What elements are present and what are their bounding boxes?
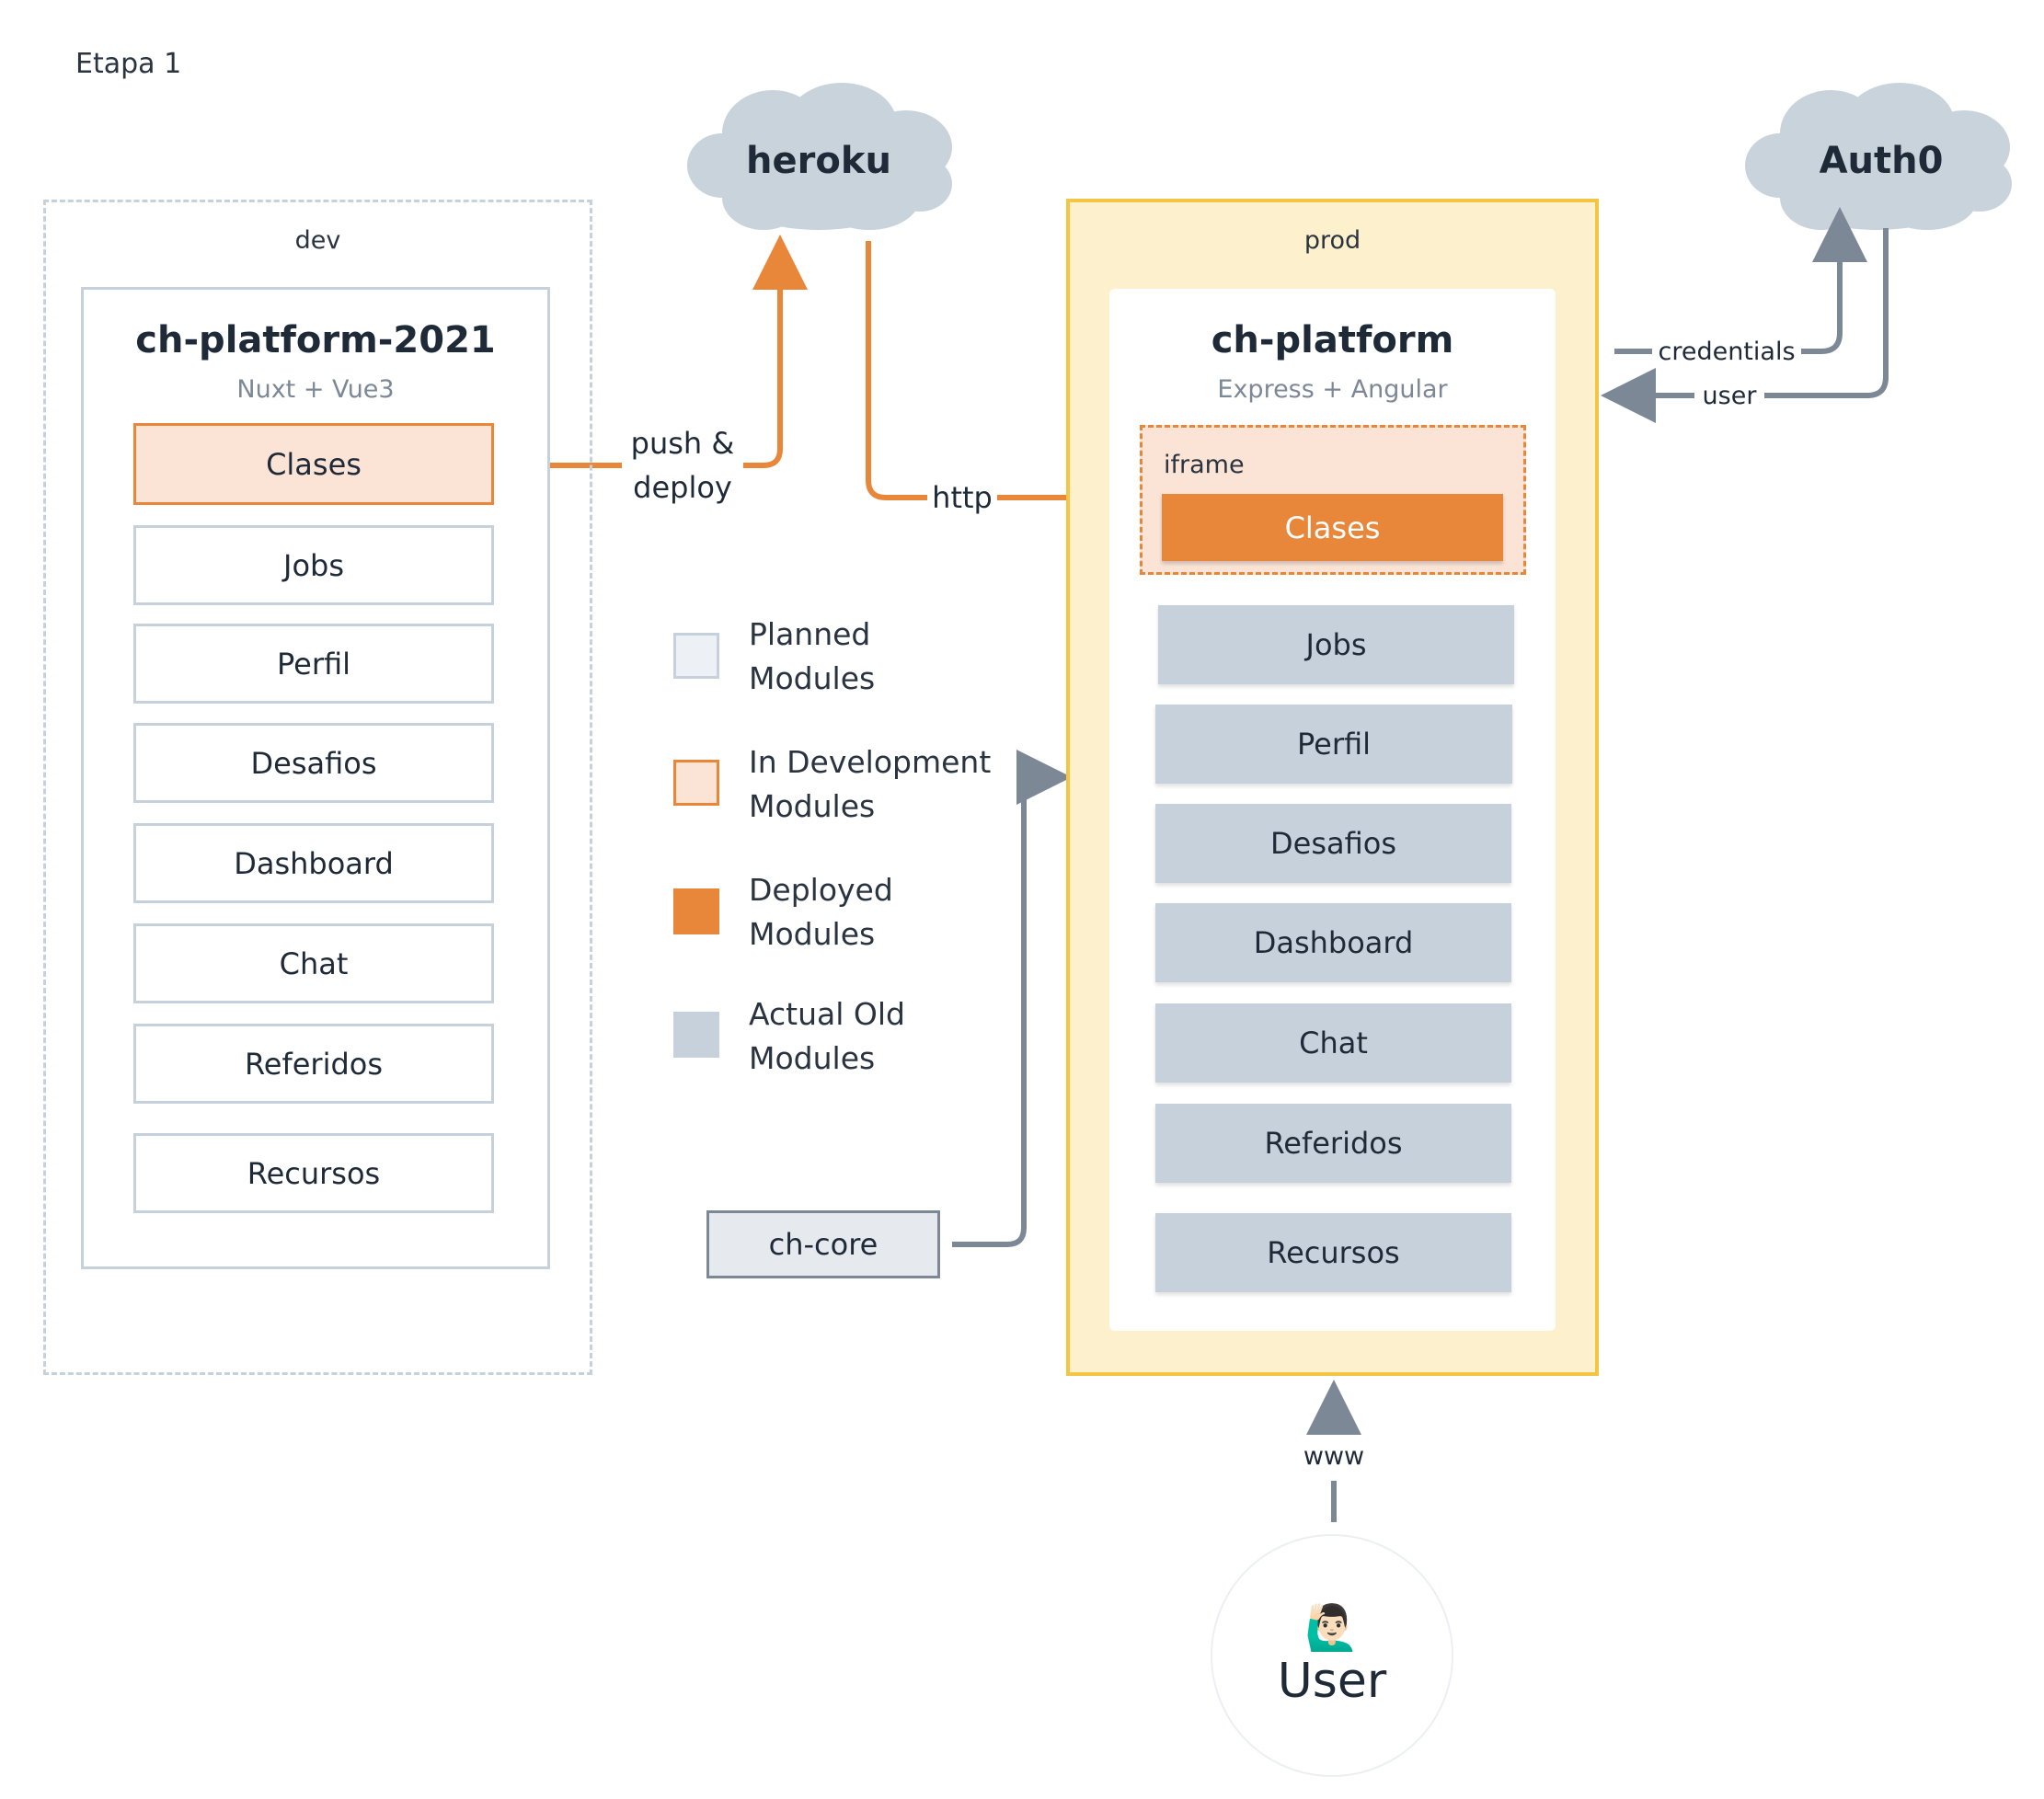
prod-app-subtitle: Express + Angular bbox=[1217, 374, 1448, 404]
prod-module-chat[interactable]: Chat bbox=[1155, 1003, 1511, 1083]
prod-module-desafios[interactable]: Desafios bbox=[1155, 804, 1511, 883]
prod-module-clases[interactable]: Clases bbox=[1162, 494, 1503, 561]
credentials-edge bbox=[1614, 235, 1840, 354]
dev-module-clases[interactable]: Clases bbox=[133, 423, 494, 505]
legend-deployed-line2: Modules bbox=[749, 916, 876, 952]
legend-deployed-line1: Deployed bbox=[749, 872, 893, 908]
www-label: www bbox=[1303, 1441, 1365, 1471]
dev-module-recursos[interactable]: Recursos bbox=[133, 1133, 494, 1213]
legend-swatch-planned bbox=[673, 633, 719, 679]
legend-old-line2: Modules bbox=[749, 1040, 876, 1076]
user-label: User bbox=[1277, 1654, 1387, 1709]
legend-in-development-line2: Modules bbox=[749, 788, 876, 824]
dev-module-dashboard[interactable]: Dashboard bbox=[133, 823, 494, 903]
legend-planned: Planned Modules bbox=[749, 613, 875, 701]
legend-swatch-in-development bbox=[673, 760, 719, 806]
user-edge-label: user bbox=[1702, 381, 1757, 410]
legend-swatch-deployed bbox=[673, 888, 719, 934]
auth0-label: Auth0 bbox=[1819, 140, 1944, 182]
dev-module-desafios[interactable]: Desafios bbox=[133, 723, 494, 803]
prod-app-title: ch-platform bbox=[1211, 319, 1454, 361]
prod-module-jobs[interactable]: Jobs bbox=[1158, 605, 1514, 684]
prod-label: prod bbox=[1303, 226, 1361, 255]
legend-planned-line2: Modules bbox=[749, 660, 876, 696]
legend-deployed: Deployed Modules bbox=[749, 868, 893, 957]
user-edge bbox=[1628, 228, 1889, 395]
legend-in-development-line1: In Development bbox=[749, 744, 992, 780]
dev-module-jobs[interactable]: Jobs bbox=[133, 525, 494, 605]
user-node: 🙋🏻‍♂️ User bbox=[1211, 1534, 1453, 1777]
credentials-label: credentials bbox=[1658, 337, 1796, 366]
dev-environment bbox=[43, 200, 592, 1375]
heroku-cloud bbox=[687, 83, 952, 230]
dev-module-chat[interactable]: Chat bbox=[133, 923, 494, 1003]
dev-label: dev bbox=[294, 226, 341, 255]
user-raising-hand-icon: 🙋🏻‍♂️ bbox=[1304, 1602, 1360, 1654]
legend-in-development: In Development Modules bbox=[749, 740, 991, 829]
legend-swatch-old bbox=[673, 1012, 719, 1058]
push-deploy-label-line2: deploy bbox=[633, 470, 732, 505]
ch-core-box[interactable]: ch-core bbox=[706, 1210, 940, 1278]
push-deploy-label-line1: push & bbox=[630, 426, 735, 461]
stage-label: Etapa 1 bbox=[75, 48, 182, 80]
legend-old: Actual Old Modules bbox=[749, 992, 905, 1081]
prod-module-dashboard[interactable]: Dashboard bbox=[1155, 903, 1511, 982]
prod-module-referidos[interactable]: Referidos bbox=[1155, 1104, 1511, 1183]
heroku-label: heroku bbox=[746, 140, 891, 182]
prod-module-recursos[interactable]: Recursos bbox=[1155, 1213, 1511, 1292]
legend-planned-line1: Planned bbox=[749, 616, 871, 652]
prod-module-perfil[interactable]: Perfil bbox=[1155, 705, 1512, 784]
ch-core-edge bbox=[952, 750, 1072, 1247]
http-label: http bbox=[932, 480, 993, 515]
dev-app-title: ch-platform-2021 bbox=[135, 319, 496, 361]
legend-old-line1: Actual Old bbox=[749, 996, 905, 1032]
iframe-label: iframe bbox=[1164, 451, 1245, 479]
dev-module-perfil[interactable]: Perfil bbox=[133, 624, 494, 704]
dev-app-subtitle: Nuxt + Vue3 bbox=[236, 374, 395, 404]
dev-module-referidos[interactable]: Referidos bbox=[133, 1024, 494, 1104]
